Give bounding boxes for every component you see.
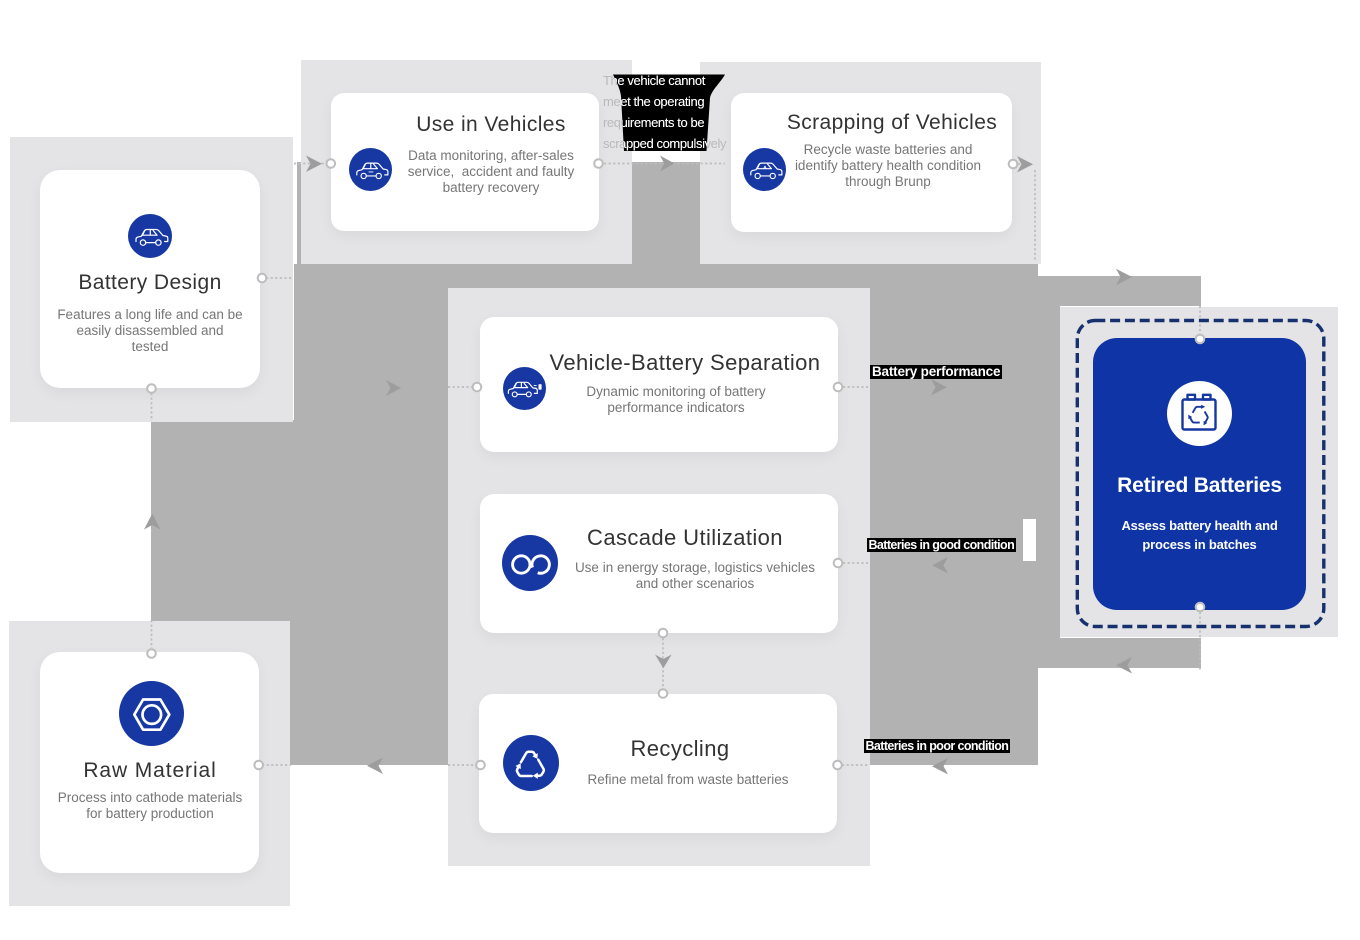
- svg-text:meet the operating: meet the operating: [603, 94, 704, 109]
- svg-text:The vehicle cannot: The vehicle cannot: [603, 73, 706, 88]
- svg-text:scrapped compulsively: scrapped compulsively: [603, 136, 727, 151]
- svg-text:requirements to be: requirements to be: [603, 115, 704, 130]
- svg-text:meet the operating: meet the operating: [603, 94, 704, 109]
- svg-text:scrapped compulsively: scrapped compulsively: [603, 136, 727, 151]
- svg-text:The vehicle cannot: The vehicle cannot: [603, 73, 706, 88]
- svg-text:requirements to be: requirements to be: [603, 115, 704, 130]
